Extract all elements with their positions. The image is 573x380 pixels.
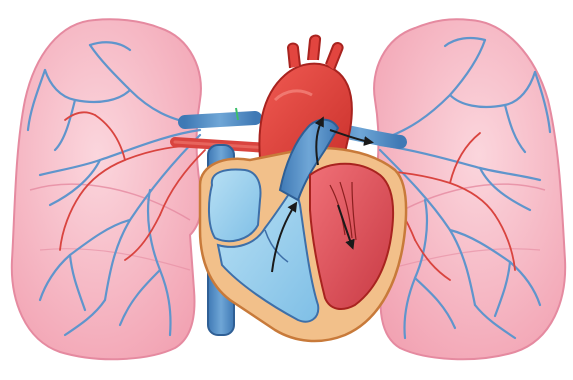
- left-lung: [12, 19, 205, 359]
- right-atrium: [209, 170, 261, 242]
